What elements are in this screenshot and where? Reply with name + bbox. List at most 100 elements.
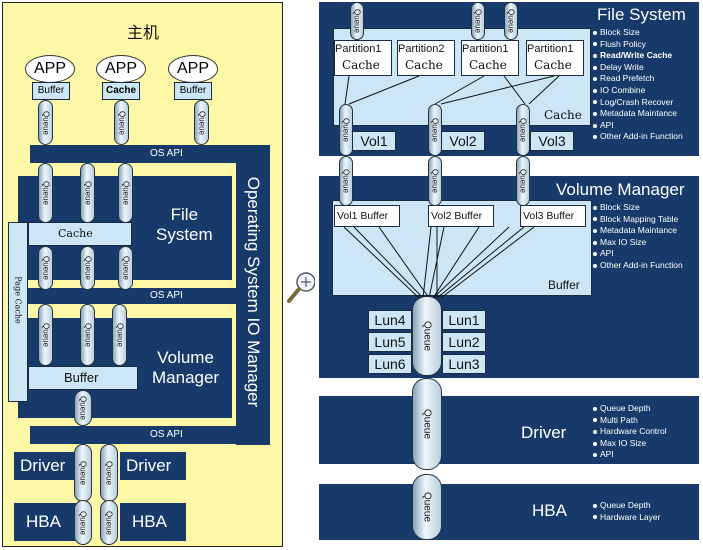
os-api-label-top: OS API <box>150 148 183 159</box>
vm-queue-in-3: Queue <box>516 156 530 206</box>
partition-label-3: Partition1 <box>462 43 509 55</box>
fs-queue-top-1: Queue <box>350 2 364 40</box>
lun5-box: Lun5 <box>368 332 412 352</box>
app-3-buffer: Buffer <box>174 82 212 100</box>
os-api-bar-mid <box>18 288 236 304</box>
queue-vm-3: Queue <box>112 304 127 366</box>
os-api-label-bottom: OS API <box>150 429 183 440</box>
lun3-box: Lun3 <box>442 354 486 374</box>
partition-cache-2: Cache <box>405 58 443 72</box>
os-vertical-strip <box>236 145 270 445</box>
queue-driver-right: Queue <box>100 444 118 502</box>
fs-queue-top-2: Queue <box>471 2 485 40</box>
queue-fs-2: Queue <box>80 163 95 223</box>
vm-queue-in-1: Queue <box>339 156 353 206</box>
partition-cache-1: Cache <box>342 58 380 72</box>
hba-features: Queue Depth Hardware Layer <box>593 500 660 523</box>
os-io-manager-label: Operating System IO Manager <box>244 176 263 408</box>
app-1: APP <box>25 55 75 83</box>
os-api-bar-top <box>30 145 270 163</box>
driver-box-right <box>120 452 186 480</box>
fs-queue-top-3: Queue <box>504 2 518 40</box>
fs-features: Block Size Flush Policy Read/Write Cache… <box>593 27 683 143</box>
queue-vm-out: Queue <box>74 390 92 426</box>
cache-label: Cache <box>58 227 93 240</box>
queue-fs-out-2: Queue <box>80 246 95 290</box>
partition-cache-3: Cache <box>469 58 507 72</box>
driver-queue: Queue <box>412 378 442 470</box>
queue-app2: Queue <box>114 100 129 145</box>
partition-label-2: Partition2 <box>398 43 445 55</box>
hba-queue: Queue <box>412 474 442 540</box>
hba-label-left: HBA <box>26 512 61 531</box>
lun6-box: Lun6 <box>368 354 412 374</box>
queue-vm-2: Queue <box>80 304 95 366</box>
queue-fs-out-1: Queue <box>38 246 53 290</box>
vol1-buffer-box <box>334 205 400 227</box>
hba-title: HBA <box>532 501 567 520</box>
file-system-label: File System <box>156 205 213 244</box>
vm-buffer-lines <box>343 226 535 299</box>
vm-queue-in-2: Queue <box>428 156 442 206</box>
app-2: APP <box>96 55 146 83</box>
fs-cache-lines <box>344 75 560 105</box>
queue-fs-out-3: Queue <box>118 246 133 290</box>
lun1-box: Lun1 <box>442 310 486 330</box>
vol2-box: Vol2 <box>441 131 485 151</box>
volume-manager-label: Volume Manager <box>152 348 220 387</box>
driver-label-right: Driver <box>126 456 172 475</box>
partition-box-2 <box>397 40 455 76</box>
fs-cache-label: Cache <box>544 108 582 122</box>
queue-hba-left: Queue <box>74 500 92 545</box>
partition-box-3 <box>461 40 519 76</box>
queue-fs-3: Queue <box>118 163 133 223</box>
buffer-box <box>28 366 138 390</box>
queue-hba-right: Queue <box>100 500 118 545</box>
driver-title: Driver <box>521 423 567 442</box>
driver-features: Queue Depth Multi Path Hardware Control … <box>593 403 667 461</box>
host-title: 主机 <box>127 23 160 42</box>
queue-driver-left: Queue <box>74 444 92 502</box>
fs-queue-vol3: Queue <box>516 104 530 156</box>
hba-label-right: HBA <box>132 512 167 531</box>
vm-features: Block Size Block Mapping Table Metadata … <box>593 202 683 272</box>
os-api-label-mid: OS API <box>150 290 183 301</box>
page-cache-strip <box>8 222 28 402</box>
vol1-buffer-label: Vol1 Buffer <box>337 210 389 222</box>
os-api-bar-bottom <box>30 426 270 444</box>
hba-box-left <box>14 503 80 541</box>
app-2-cache: Cache <box>102 82 140 100</box>
magnifier-icon[interactable] <box>285 268 319 308</box>
partition-box-4 <box>526 40 584 76</box>
page-cache-label: Page Cache <box>13 276 23 324</box>
vol2-buffer-label: Vol2 Buffer <box>431 210 483 222</box>
queue-vm-1: Queue <box>38 304 53 366</box>
lun4-box: Lun4 <box>368 310 412 330</box>
fs-queue-vol2: Queue <box>428 104 442 156</box>
vm-main-queue: Queue <box>412 296 442 376</box>
vol3-buffer-box <box>520 205 586 227</box>
queue-fs-1: Queue <box>38 163 53 223</box>
vm-title: Volume Manager <box>556 180 685 199</box>
vol2-buffer-box <box>428 205 494 227</box>
queue-app3: Queue <box>194 100 209 145</box>
vol1-box: Vol1 <box>352 131 396 151</box>
partition-box-1 <box>334 40 392 76</box>
partition-label-1: Partition1 <box>335 43 382 55</box>
lun2-box: Lun2 <box>442 332 486 352</box>
partition-label-4: Partition1 <box>527 43 574 55</box>
buffer-label: Buffer <box>64 370 99 385</box>
app-1-buffer: Buffer <box>32 82 70 100</box>
fs-title: File System <box>597 5 686 24</box>
queue-app1: Queue <box>38 100 53 145</box>
fs-queue-vol1: Queue <box>339 104 353 156</box>
cache-box <box>28 222 132 246</box>
driver-box-left <box>14 452 80 480</box>
vm-buffer-label: Buffer <box>548 278 580 292</box>
vol3-box: Vol3 <box>530 131 574 151</box>
vol3-buffer-label: Vol3 Buffer <box>523 210 575 222</box>
hba-box-right <box>120 503 186 541</box>
driver-label-left: Driver <box>20 456 66 475</box>
partition-cache-4: Cache <box>534 58 572 72</box>
app-3: APP <box>168 55 218 83</box>
